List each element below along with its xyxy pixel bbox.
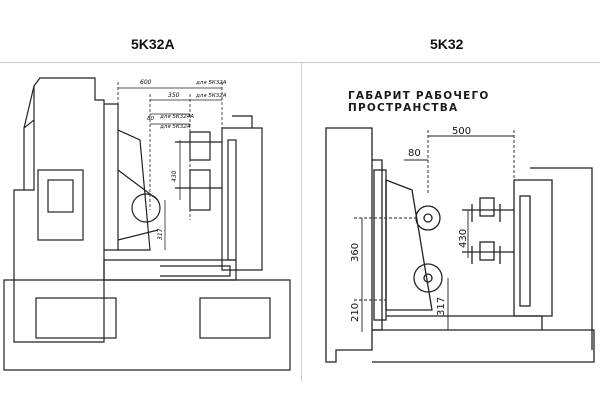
right-tailstock-slot xyxy=(519,195,531,307)
left-machine-drawing: 600 350 80 430 317 для 5К32А для 5К32А д… xyxy=(3,77,291,371)
right-column-outline xyxy=(325,127,373,363)
left-dim-80: 80 xyxy=(147,116,154,122)
left-hob-cutter xyxy=(131,193,161,223)
left-dim-430: 430 xyxy=(171,170,178,182)
left-spindle-upper xyxy=(189,131,211,161)
left-column-panel xyxy=(37,169,84,241)
right-top-border xyxy=(301,62,600,63)
left-label-1: для 5К32А xyxy=(195,80,227,86)
left-hob-saddle xyxy=(117,129,151,251)
left-top-border xyxy=(0,62,302,63)
right-tailstock xyxy=(513,179,553,317)
right-panel-title: 5K32 xyxy=(430,36,464,52)
right-base-rail xyxy=(386,315,543,330)
right-column-guide xyxy=(373,169,387,321)
right-dim-80: 80 xyxy=(408,148,421,159)
panel-divider xyxy=(301,62,302,382)
right-hob-head xyxy=(385,179,433,311)
right-base-outline xyxy=(372,329,595,363)
left-panel-title: 5K32A xyxy=(131,36,175,52)
right-dim-210: 210 xyxy=(350,303,361,322)
right-tailstock-cap xyxy=(530,167,593,350)
left-tailstock xyxy=(221,127,263,271)
left-base-outline xyxy=(3,279,291,371)
right-dim-430: 430 xyxy=(458,229,469,248)
right-hob-cutter-upper-hub xyxy=(423,213,433,223)
left-label-3: для 5К324А xyxy=(159,114,194,120)
left-dim-600: 600 xyxy=(140,79,152,86)
right-drawing-header: ГАБАРИТ РАБОЧЕГО ПРОСТРАНСТВА xyxy=(348,90,490,114)
right-machine-drawing: 500 80 430 360 210 317 xyxy=(325,126,595,363)
left-table-inner xyxy=(160,265,231,277)
left-label-4: для 5К32А xyxy=(159,124,191,130)
right-spindle-upper xyxy=(479,197,495,217)
left-base-window-1 xyxy=(35,297,117,339)
left-hob-head xyxy=(104,103,119,251)
right-hob-cutter-lower xyxy=(413,263,443,293)
right-hob-cutter-lower-hub xyxy=(423,273,433,283)
left-label-2: для 5К32А xyxy=(195,93,227,99)
right-arbor-upper xyxy=(462,204,514,222)
left-column-window xyxy=(47,179,74,213)
right-hob-cutter-upper xyxy=(415,205,441,231)
right-dim-500: 500 xyxy=(452,126,471,137)
left-column-inner xyxy=(23,85,35,191)
right-spindle-lower xyxy=(479,241,495,261)
left-table xyxy=(103,259,237,281)
left-tailstock-cap xyxy=(232,115,253,128)
left-spindle-lower xyxy=(189,169,211,211)
left-base-window-2 xyxy=(199,297,271,339)
right-dim-360: 360 xyxy=(350,243,361,262)
left-hob-slide xyxy=(117,169,159,241)
right-dim-317: 317 xyxy=(436,297,447,316)
left-arbor xyxy=(175,141,222,189)
right-arbor-lower xyxy=(462,246,514,264)
left-dim-350: 350 xyxy=(168,92,180,99)
left-tailstock-slot xyxy=(227,139,237,261)
left-dim-317: 317 xyxy=(157,228,164,240)
left-column-outline xyxy=(13,77,105,343)
